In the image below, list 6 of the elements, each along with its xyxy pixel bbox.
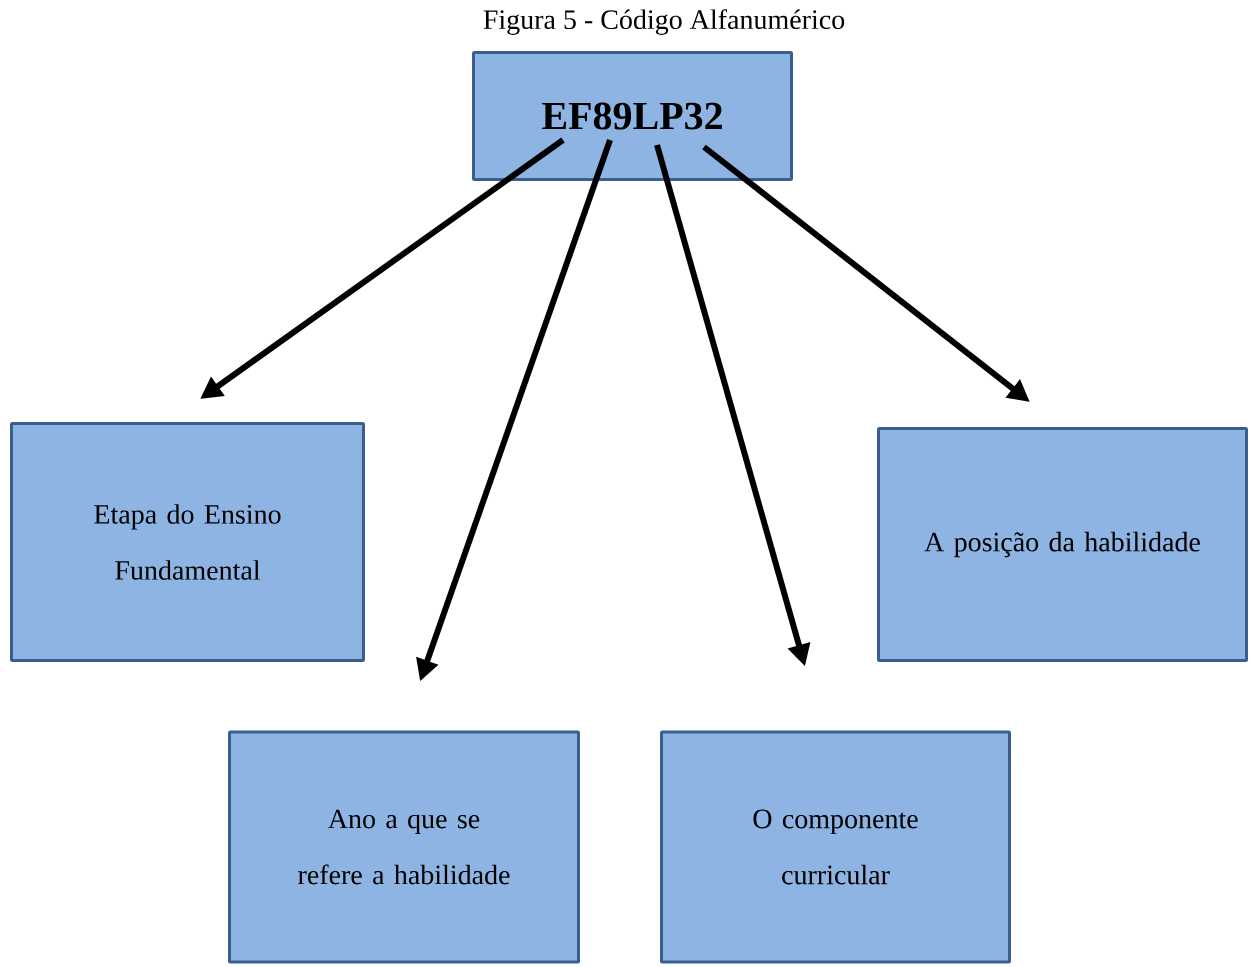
process-box: Ano a que se refere a habilidade [228,730,580,964]
process-box: A posição da habilidade [877,427,1248,662]
process-box: Etapa do Ensino Fundamental [10,422,365,662]
code-box: EF89LP32 [472,51,793,181]
process-box: O componente curricular [660,730,1011,964]
figure-title: Figura 5 - Código Alfanumérico [483,9,845,35]
